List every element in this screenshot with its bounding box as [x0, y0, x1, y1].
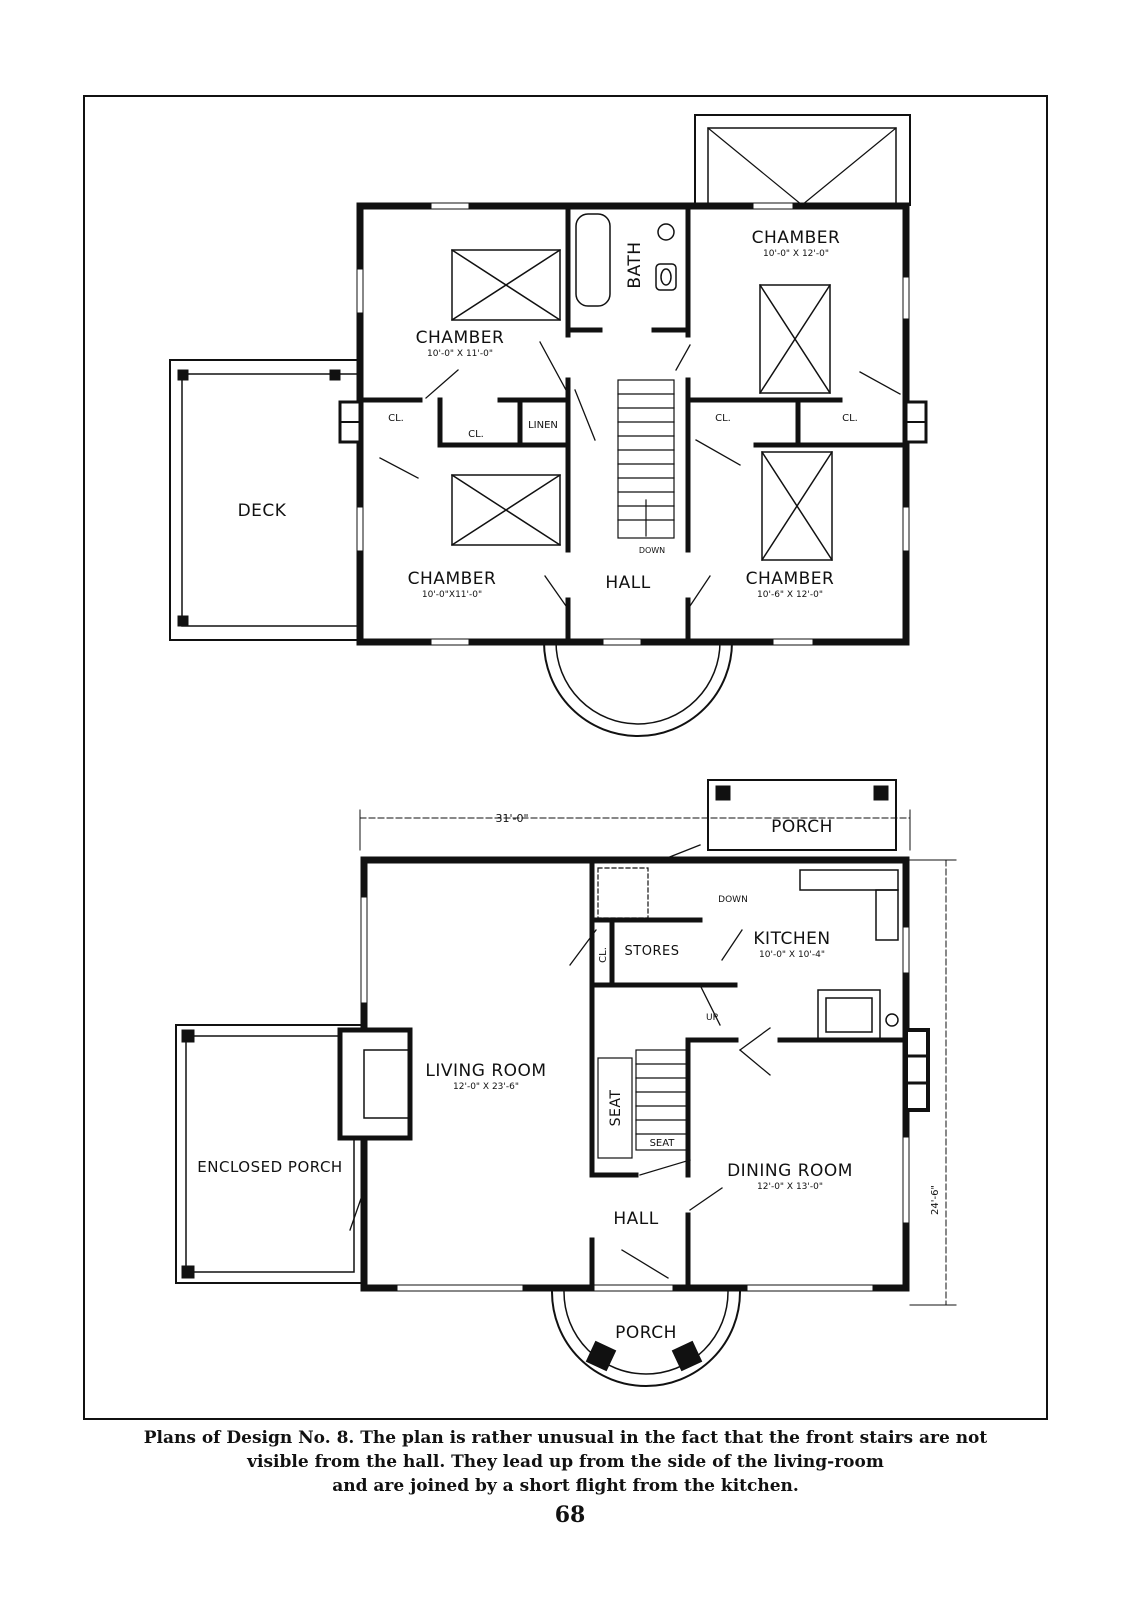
chamber-nw-label: CHAMBER [416, 328, 505, 348]
bath-label: BATH [625, 241, 645, 288]
deck-label: DECK [238, 501, 287, 521]
chamber-sw-label: CHAMBER [408, 569, 497, 589]
upper-floor-plan [169, 114, 928, 737]
chamber-ne-size: 10'-0" X 12'-0" [763, 249, 829, 259]
page-frame [83, 95, 1048, 1420]
living-room-size: 12'-0" X 23'-6" [453, 1082, 519, 1092]
width-dimension: 31'-0" [495, 812, 528, 825]
chamber-nw-size: 10'-0" X 11'-0" [427, 349, 493, 359]
caption: Plans of Design No. 8. The plan is rathe… [83, 1426, 1048, 1498]
closet-label-4: CL. [842, 413, 858, 424]
depth-dimension: 24'-6" [930, 1185, 941, 1215]
enclosed-porch [175, 1024, 365, 1284]
dining-room-size: 12'-0" X 13'-0" [757, 1182, 823, 1192]
lower-floor-plan [175, 779, 957, 1387]
closet-label-2: CL. [468, 429, 484, 440]
dining-room-label: DINING ROOM [727, 1161, 853, 1181]
seat-label-2: SEAT [650, 1138, 676, 1149]
kitchen-size: 10'-0" X 10'-4" [759, 950, 825, 960]
upper-stair-down-label: DOWN [639, 546, 665, 555]
rear-porch-label: PORCH [771, 817, 833, 837]
page-number: 68 [554, 1502, 586, 1528]
lower-closet-label: CL. [598, 947, 609, 963]
closet-label-1: CL. [388, 413, 404, 424]
seat-label: SEAT [608, 1090, 624, 1127]
chamber-ne-label: CHAMBER [752, 228, 841, 248]
front-porch-label: PORCH [615, 1323, 677, 1343]
linen-label: LINEN [528, 420, 558, 431]
deck [169, 359, 361, 641]
kitchen-label: KITCHEN [753, 929, 830, 949]
chamber-se-size: 10'-6" X 12'-0" [757, 590, 823, 600]
kitchen-down-label: DOWN [718, 895, 748, 905]
living-room-label: LIVING ROOM [425, 1061, 546, 1081]
stair-up-label: UP [706, 1013, 719, 1023]
chamber-se-label: CHAMBER [746, 569, 835, 589]
caption-line-3: and are joined by a short flight from th… [332, 1476, 799, 1496]
stores-label: STORES [625, 944, 680, 959]
upper-hall-label: HALL [605, 573, 650, 593]
closet-label-3: CL. [715, 413, 731, 424]
chamber-sw-size: 10'-0"X11'-0" [422, 590, 482, 600]
enclosed-porch-label: ENCLOSED PORCH [197, 1158, 342, 1176]
caption-line-1: Plans of Design No. 8. The plan is rathe… [143, 1428, 988, 1448]
caption-line-2: visible from the hall. They lead up from… [247, 1452, 884, 1472]
lower-hall-label: HALL [613, 1209, 658, 1229]
rear-porch [707, 779, 897, 851]
